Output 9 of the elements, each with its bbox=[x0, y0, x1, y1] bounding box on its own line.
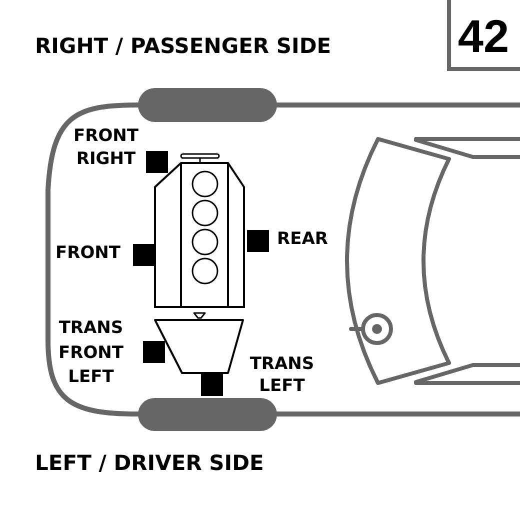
mount-label: TRANS LEFT bbox=[250, 353, 314, 397]
mount-label: FRONT RIGHT bbox=[74, 125, 138, 171]
mount-label: TRANS FRONT LEFT bbox=[58, 317, 124, 389]
side-label: LEFT / DRIVER SIDE bbox=[35, 451, 264, 475]
number-box bbox=[447, 0, 520, 71]
figure-number: 42 bbox=[458, 12, 510, 58]
mount-label: REAR bbox=[277, 228, 328, 251]
mount-label: FRONT bbox=[56, 242, 120, 265]
side-label: RIGHT / PASSENGER SIDE bbox=[35, 34, 332, 58]
